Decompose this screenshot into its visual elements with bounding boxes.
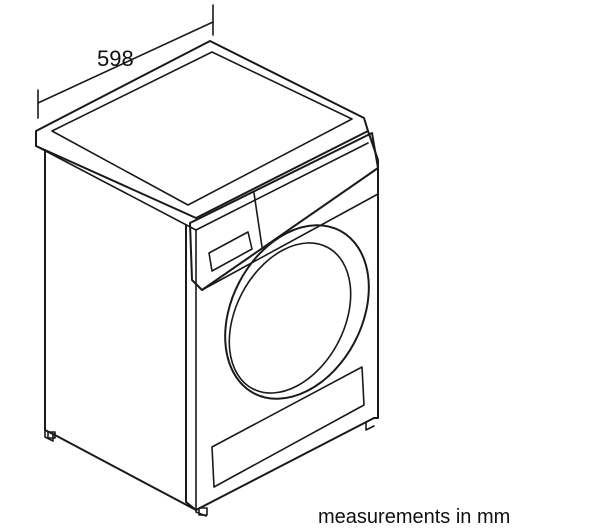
plinth-panel bbox=[211, 366, 365, 488]
front-bottom-edge bbox=[195, 417, 375, 511]
top-side-edge bbox=[195, 142, 369, 231]
front-right-edge bbox=[367, 130, 379, 419]
plinth-outline bbox=[211, 366, 365, 488]
dryer-top bbox=[35, 40, 369, 231]
dryer-feet bbox=[47, 431, 208, 516]
display-window bbox=[208, 231, 253, 272]
width-dimension-label: 598 bbox=[97, 46, 134, 71]
dryer-side bbox=[44, 149, 197, 511]
dryer-front bbox=[185, 130, 379, 517]
side-bottom-edge bbox=[52, 433, 197, 511]
control-panel-divider bbox=[253, 192, 263, 248]
side-outline bbox=[44, 149, 54, 435]
foot-left bbox=[47, 431, 56, 439]
dryer-door bbox=[224, 224, 370, 400]
top-outer bbox=[35, 40, 369, 219]
front-foot-right-2 bbox=[365, 421, 375, 431]
top-inner bbox=[51, 51, 353, 206]
control-panel bbox=[189, 132, 379, 291]
control-panel-outline bbox=[189, 132, 379, 291]
door-outer-ring bbox=[224, 224, 370, 400]
width-dimension: 598 bbox=[37, 4, 214, 119]
top-front-edge bbox=[35, 145, 197, 231]
front-left-edge bbox=[185, 224, 197, 511]
foot-front bbox=[198, 507, 208, 516]
dimension-line bbox=[37, 21, 214, 104]
door-inner-ring bbox=[228, 242, 352, 394]
control-panel-bottom bbox=[201, 193, 379, 291]
units-caption: measurements in mm bbox=[318, 506, 511, 528]
